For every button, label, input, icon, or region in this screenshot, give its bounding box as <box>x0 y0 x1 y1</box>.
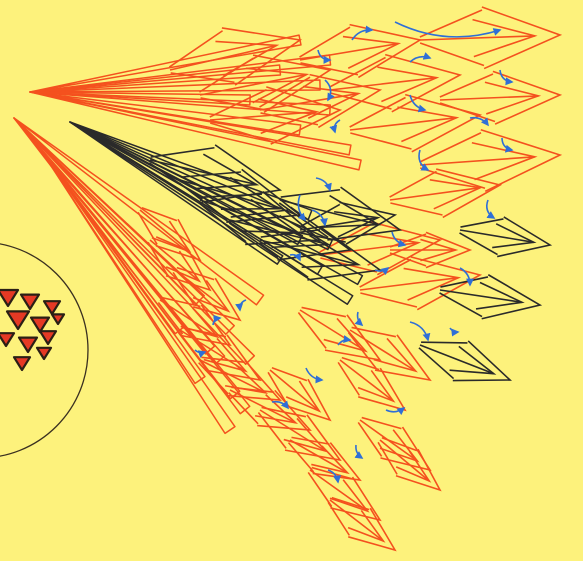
branching-diagram <box>0 0 583 561</box>
illustration-canvas <box>0 0 583 561</box>
